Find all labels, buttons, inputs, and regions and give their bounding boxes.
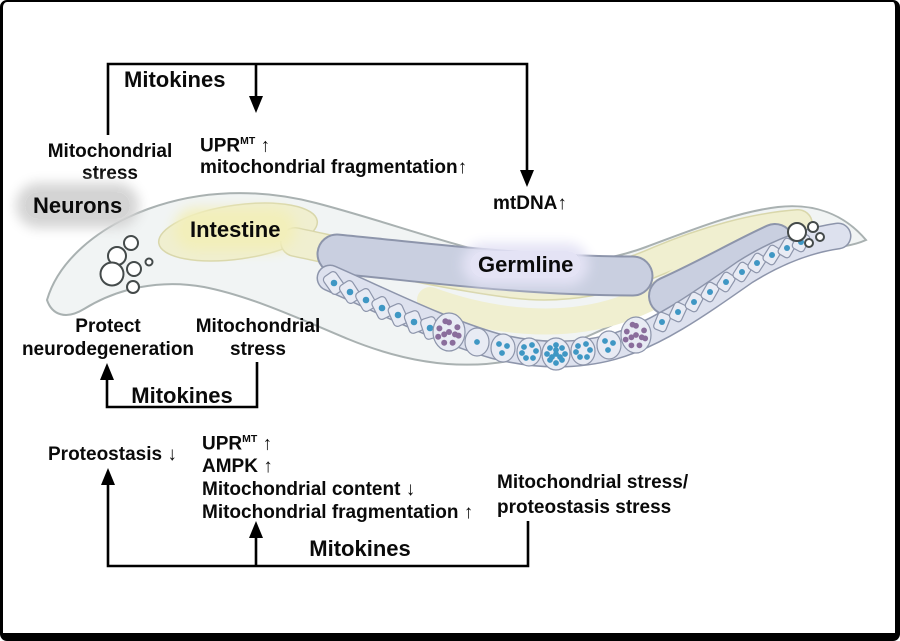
arrowhead-up-proteostasis <box>101 468 115 485</box>
arrowhead-down-mtdna <box>520 170 534 187</box>
upr-sup: MT <box>240 136 256 147</box>
arrowhead-down-upr <box>249 96 263 113</box>
tail-neuron-circles <box>787 221 825 248</box>
mtdna-label: mtDNA↑ <box>493 193 567 214</box>
intestine-text: Intestine <box>182 216 289 243</box>
bottom-effect-upr: UPRMT ↑ <box>202 428 473 455</box>
germline-label: Germline <box>470 251 582 278</box>
upr-up-arrow-2: ↑ <box>257 433 272 455</box>
top-source-line2: stress <box>82 163 138 184</box>
middle-source-line1: Mitochondrial <box>195 316 321 337</box>
germline-cells <box>322 231 811 371</box>
top-mitokines-label: Mitokines <box>124 67 226 92</box>
bottom-mitokines-label: Mitokines <box>309 536 411 561</box>
upr-sup-2: MT <box>242 434 258 445</box>
arrowhead-up-neuroprotect <box>100 363 114 380</box>
worm-illustration <box>45 192 868 371</box>
middle-target-line1: Protect <box>75 316 141 337</box>
top-effect-fragmentation: mitochondrial fragmentation↑ <box>200 157 468 179</box>
top-effect-upr: UPRMT ↑ <box>200 131 467 157</box>
bottom-bracket-line <box>106 484 530 568</box>
middle-source-label: Mitochondrial stress <box>178 315 338 361</box>
head-neuron-circles <box>99 235 154 294</box>
upr-text-2: UPR <box>202 433 243 455</box>
intestine-label: Intestine <box>182 216 289 243</box>
bottom-source-line1: Mitochondrial stress/ <box>497 472 689 493</box>
upr-up-arrow: ↑ <box>255 135 270 157</box>
circuit-lines <box>105 62 530 568</box>
middle-mitokines-label: Mitokines <box>131 383 233 408</box>
upr-text: UPR <box>200 135 241 157</box>
arrowhead-up-fragmentation <box>249 521 263 538</box>
bottom-effect-ampk: AMPK ↑ <box>202 456 273 478</box>
top-source-line1: Mitochondrial <box>47 141 173 162</box>
middle-target-label: Protect neurodegeneration <box>8 315 208 361</box>
bottom-source-label: Mitochondrial stress/ proteostasis stres… <box>497 470 688 520</box>
top-bracket-line <box>106 62 529 171</box>
circuit-arrowheads <box>100 96 534 538</box>
bottom-effects-label: UPRMT ↑ AMPK ↑ Mitochondrial content ↓ M… <box>202 428 473 524</box>
middle-source-line2: stress <box>230 339 286 360</box>
bottom-effect-content: Mitochondrial content ↓ <box>202 479 416 501</box>
neurons-text: Neurons <box>25 192 131 219</box>
middle-target-line2: neurodegeneration <box>21 339 195 360</box>
bottom-effect-fragmentation: Mitochondrial fragmentation ↑ <box>202 502 474 524</box>
top-source-label: Mitochondrial stress <box>30 141 190 185</box>
proteostasis-label: Proteostasis ↓ <box>48 444 177 465</box>
middle-bracket-line <box>105 362 259 409</box>
neurons-label: Neurons <box>25 192 131 219</box>
bottom-source-line2: proteostasis stress <box>497 497 672 518</box>
top-effects-label: UPRMT ↑ mitochondrial fragmentation↑ <box>200 131 467 179</box>
germline-text: Germline <box>470 251 582 278</box>
